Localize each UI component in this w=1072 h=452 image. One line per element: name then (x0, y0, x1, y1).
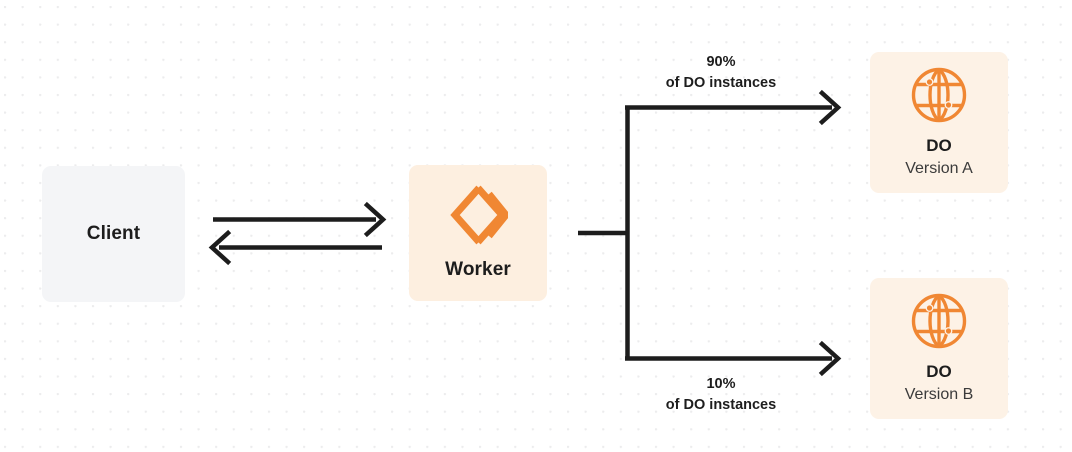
edge-client-to-worker (213, 201, 387, 238)
node-do-a-label: DO (926, 136, 952, 156)
node-do-a-sublabel: Version A (905, 159, 973, 177)
edge-label-do-a: 90% of DO instances (611, 52, 831, 94)
node-worker-label: Worker (445, 259, 511, 281)
node-client-label: Client (86, 222, 141, 244)
durable-object-globe-icon (910, 292, 968, 350)
node-do-version-a[interactable]: DO Version A (870, 52, 1008, 193)
node-worker[interactable]: Worker (409, 165, 547, 301)
edge-label-do-b-percent: 10% (706, 376, 736, 392)
edge-label-do-a-description: of DO instances (665, 75, 777, 92)
cloudflare-workers-icon (448, 184, 511, 246)
edge-worker-to-do-a (625, 89, 842, 126)
edge-worker-to-do-b (625, 340, 842, 377)
node-do-b-label: DO (926, 362, 952, 382)
edge-worker-to-client (208, 229, 382, 266)
edge-label-do-b-description: of DO instances (665, 397, 777, 414)
node-do-version-b[interactable]: DO Version B (870, 278, 1008, 419)
node-do-b-sublabel: Version B (904, 385, 974, 403)
node-client[interactable]: Client (42, 166, 185, 302)
edge-label-do-a-percent: 90% (706, 54, 736, 70)
edge-label-do-b: 10% of DO instances (611, 374, 831, 416)
durable-object-globe-icon (910, 66, 968, 124)
